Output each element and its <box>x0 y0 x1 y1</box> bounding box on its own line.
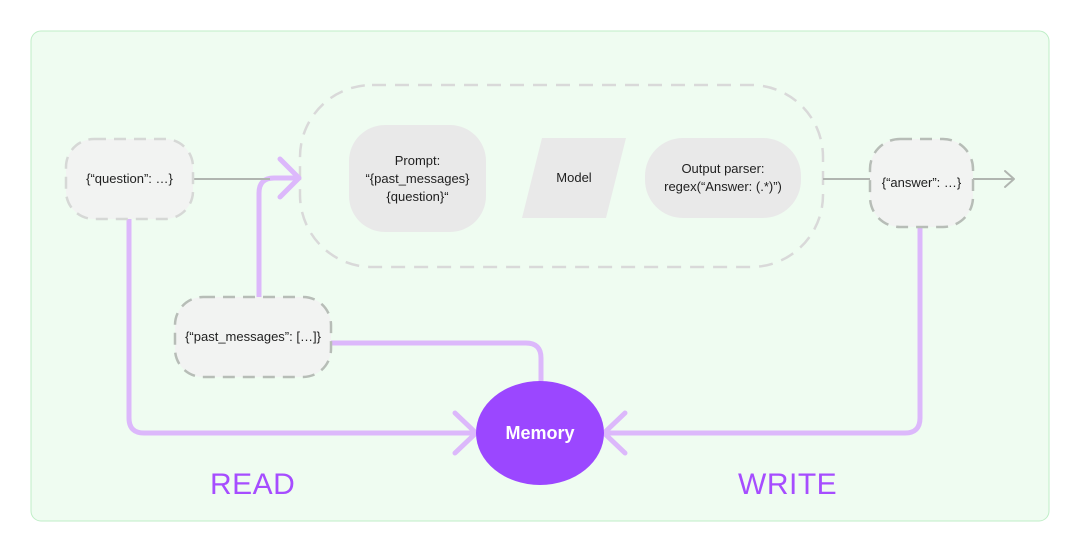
write-flow-line <box>602 225 923 436</box>
answer-box <box>868 137 975 229</box>
past-messages-to-prompt-line <box>256 175 300 300</box>
background-panel <box>30 30 1050 522</box>
memory-node <box>476 381 604 485</box>
question-box <box>64 137 195 221</box>
model-node <box>522 138 626 218</box>
output-parser-node <box>645 138 801 218</box>
prompt-node <box>349 125 486 232</box>
past-messages-to-prompt-arrowhead <box>277 156 302 200</box>
past-messages-box <box>173 295 333 379</box>
answer-output-arrowhead <box>1004 170 1015 188</box>
past-messages-to-memory-line <box>328 340 544 384</box>
read-flow-line <box>126 215 478 436</box>
